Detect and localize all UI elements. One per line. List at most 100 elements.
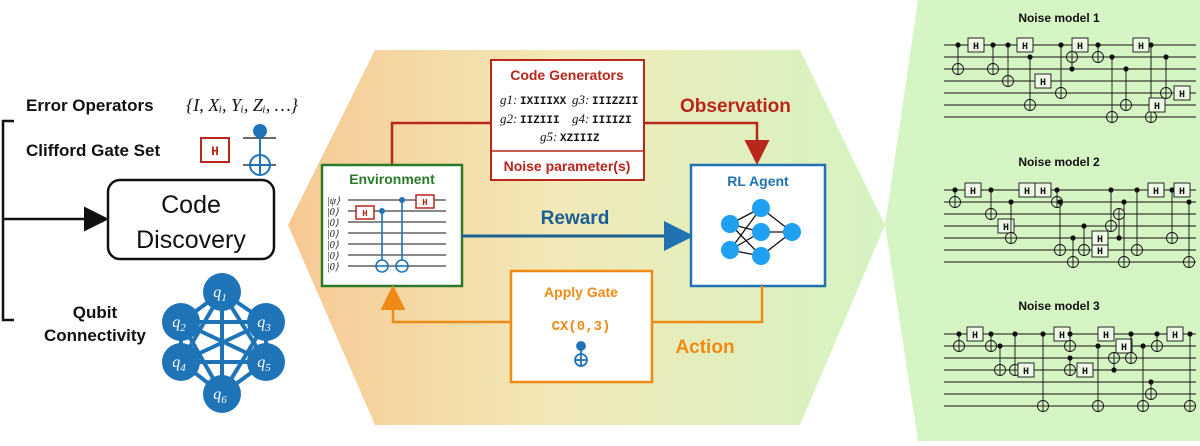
neural-network-icon	[721, 199, 801, 265]
circuit-h-gate	[1173, 182, 1191, 198]
circuit-cnot-control	[1121, 199, 1127, 205]
qubit-node-q1: q1	[203, 273, 241, 311]
qubit-node-q6: q6	[203, 375, 241, 413]
circuit-h-gate	[1091, 230, 1109, 246]
circuit-h-label: H	[1153, 187, 1159, 198]
qubit-circle	[247, 303, 285, 341]
circuit-cnot-control	[1148, 42, 1154, 48]
circuit-cnot-control	[1108, 187, 1114, 193]
env-wire-label: |ψ⟩	[327, 196, 340, 207]
svg-text:IXIIIXX: IXIIIXX	[520, 96, 567, 108]
qubit-index: 5	[265, 362, 271, 374]
circuit-h-gate	[1115, 338, 1133, 354]
qubit-node-q5: q5	[247, 343, 285, 381]
circuit-h-label: H	[972, 331, 978, 342]
circuit-cnot-control	[1187, 331, 1193, 337]
circuit-cnot-control	[1040, 331, 1046, 337]
circuit-cnot-control	[1067, 355, 1073, 361]
circuit-h-label: H	[1097, 247, 1103, 258]
circuit-cnot-control	[1111, 367, 1117, 373]
circuit-cnot-control	[1148, 379, 1154, 385]
circuit-cnot-control	[1070, 235, 1076, 241]
rl-agent-title: RL Agent	[727, 173, 789, 189]
circuit-h-gate	[1071, 37, 1089, 53]
circuit-cnot-control	[1005, 42, 1011, 48]
qubit-circle	[203, 375, 241, 413]
svg-text:g1:: g1:	[500, 92, 517, 107]
circuit-h-gate	[964, 182, 982, 198]
circuit-cnot-control	[1154, 331, 1160, 337]
env-wire-label: |0⟩	[327, 207, 339, 218]
circuit-cnot-control	[1095, 343, 1101, 349]
environment-title: Environment	[349, 171, 435, 187]
noise-models-panel	[918, 0, 1200, 441]
environment-to-generators-line	[390, 121, 491, 165]
circuit-cnot-control	[1186, 199, 1192, 205]
generator-g3: g3: IIIZZII	[572, 92, 638, 108]
circuit-cnot-control	[988, 331, 994, 337]
circuit-h-gate	[1097, 326, 1115, 342]
circuit-cnot-control	[988, 187, 994, 193]
apply-gate-title: Apply Gate	[544, 284, 618, 300]
reward-label: Reward	[541, 208, 610, 229]
circuit-h-gate	[1166, 326, 1184, 342]
circuit-cnot-control	[1067, 331, 1073, 337]
circuit-h-label: H	[1077, 42, 1083, 53]
circuit-h-label: H	[1040, 187, 1046, 198]
circuit-h-gate	[997, 218, 1015, 234]
code-discovery-line2: Discovery	[136, 226, 246, 254]
circuit-cnot-control	[1134, 187, 1140, 193]
circuit-cnot-control	[1027, 54, 1033, 60]
svg-text:g3:: g3:	[572, 92, 589, 107]
env-h-gate	[355, 205, 375, 220]
circuit-cnot-control	[990, 42, 996, 48]
qubit-node-q4: q4	[162, 343, 200, 381]
svg-text:IIZIII: IIZIII	[520, 115, 560, 127]
circuit-cnot-control	[1058, 42, 1064, 48]
circuit-h-label: H	[1040, 78, 1046, 89]
input-bracket	[1, 119, 14, 322]
noise-model-3-title: Noise model 3	[1018, 299, 1100, 313]
circuit-h-label: H	[1097, 235, 1103, 246]
generator-g2: g2: IIZIII	[500, 111, 560, 127]
svg-text:g2:: g2:	[500, 111, 517, 126]
circuit-cnot-control	[1163, 54, 1169, 60]
circuit-h-label: H	[1172, 331, 1178, 342]
circuit-h-gate	[1076, 362, 1094, 378]
circuit-cnot-control	[1169, 187, 1175, 193]
circuit-h-gate	[1173, 85, 1191, 101]
circuit-h-gate	[967, 37, 985, 53]
circuit-h-label: H	[973, 42, 979, 53]
error-operators-set: {I, Xᵢ, Yᵢ, Zᵢ, …}	[186, 95, 299, 115]
cnot-icon-small	[574, 341, 588, 367]
circuit-h-label: H	[1179, 90, 1185, 101]
circuit-h-label: H	[1022, 42, 1028, 53]
code-generators-title: Code Generators	[510, 67, 624, 83]
action-line	[652, 286, 764, 324]
circuit-cnot-control	[1012, 331, 1018, 337]
apply-gate-to-environment-arrow	[380, 285, 511, 324]
circuit-h-label: H	[1082, 367, 1088, 378]
generator-g5: g5: XZIIIZ	[540, 129, 600, 145]
circuit-h-gate	[966, 326, 984, 342]
circuit-h-gate	[1147, 182, 1165, 198]
code-discovery-line1: Code	[161, 191, 221, 219]
env-wire-label: |0⟩	[327, 262, 339, 273]
circuit-h-label: H	[1121, 343, 1127, 354]
circuit-h-label: H	[1024, 187, 1030, 198]
qubit-circle	[247, 343, 285, 381]
qubit-connectivity-line1: Qubit	[73, 303, 118, 322]
env-h-gate-label: H	[362, 209, 367, 219]
env-wire-label: |0⟩	[327, 218, 339, 229]
environment-box: Environment |ψ⟩|0⟩|0⟩|0⟩|0⟩|0⟩|0⟩HH	[320, 163, 464, 288]
qubit-index: 6	[221, 394, 227, 406]
circuit-cnot-control	[997, 343, 1003, 349]
qubit-index: 2	[180, 322, 186, 334]
qubit-index: 4	[180, 362, 186, 374]
svg-text:IIIIZI: IIIIZI	[592, 115, 632, 127]
clifford-gate-set-label: Clifford Gate Set	[26, 141, 160, 160]
